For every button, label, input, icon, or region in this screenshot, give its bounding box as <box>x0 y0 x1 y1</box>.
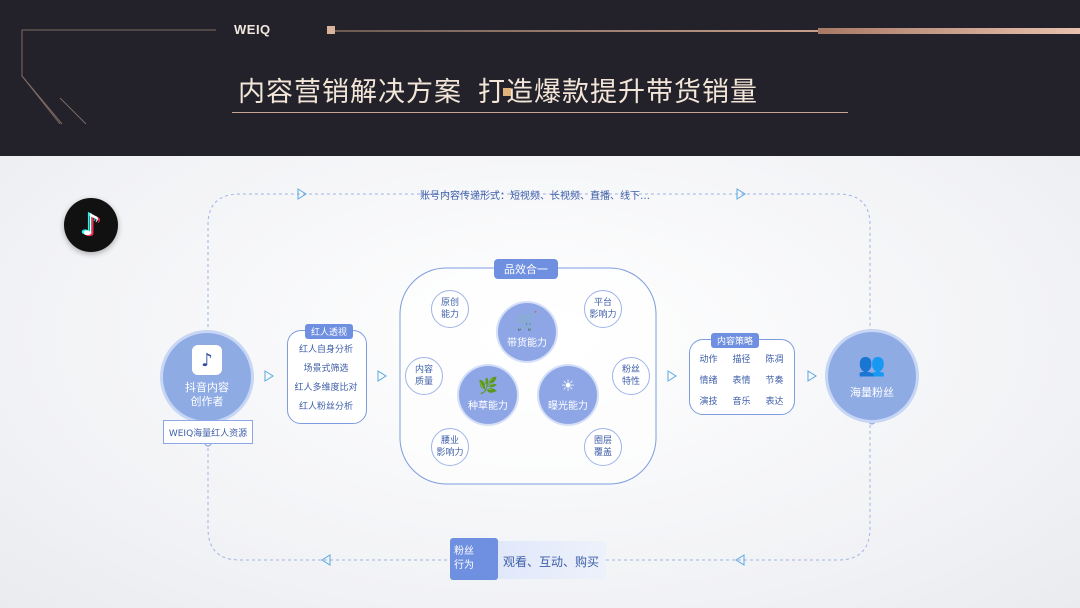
list-item: 红人粉丝分析 <box>298 402 353 412</box>
strategy-tag: 内容策略 <box>711 333 760 348</box>
ring-industry: 腰业影响力 <box>431 428 469 466</box>
list-item: 音乐 <box>732 397 751 407</box>
list-item: 描径 <box>732 355 751 365</box>
arrow-icon <box>736 188 746 200</box>
creator-label-2: 创作者 <box>190 395 224 408</box>
influencer-list: 红人自身分析 场景式筛选 红人多维度比对 红人粉丝分析 <box>287 341 365 417</box>
resource-label: WEIQ海量红人资源 <box>163 420 253 444</box>
behavior-text: 观看、互动、购买 <box>503 555 600 569</box>
core-exposure: ☀ 曝光能力 <box>539 366 597 424</box>
arrow-icon <box>321 554 331 566</box>
cart-icon: 🛒 <box>515 311 539 332</box>
sun-icon: ☀ <box>560 376 576 395</box>
list-item: 场景式筛选 <box>303 364 349 374</box>
list-item: 红人多维度比对 <box>294 383 358 393</box>
top-caption: 账号内容传递形式：短视频、长视频、直播、线下… <box>420 191 650 202</box>
strategy-grid: 动作 描径 陈凋 情绪 表情 节奏 演技 音乐 表达 <box>692 352 791 407</box>
ring-platform: 平台影响力 <box>584 290 622 328</box>
title-accent-dot <box>503 88 511 96</box>
list-item: 表情 <box>732 376 751 386</box>
influencer-tag: 红人透视 <box>305 324 354 339</box>
list-item: 节奏 <box>765 376 784 386</box>
ring-content: 内容质量 <box>405 357 443 395</box>
list-item: 表达 <box>765 397 784 407</box>
list-item: 陈凋 <box>765 355 784 365</box>
arrow-icon <box>377 370 387 382</box>
title-part-1: 内容营销解决方案 <box>238 77 462 108</box>
grass-icon: 🌿 <box>478 376 498 395</box>
corner-decoration <box>21 29 216 125</box>
creator-node: ♪ 抖音内容 创作者 <box>163 333 251 421</box>
tiktok-logo: ♪ <box>64 198 118 252</box>
integration-tag: 品效合一 <box>494 259 558 279</box>
ring-coverage: 圈层覆盖 <box>584 428 622 466</box>
list-item: 情绪 <box>699 376 718 386</box>
divider-square <box>327 26 335 34</box>
header-rule-accent <box>818 28 1080 34</box>
arrow-icon <box>807 370 817 382</box>
fans-node: 👥 海量粉丝 <box>828 332 916 420</box>
arrow-icon <box>667 370 677 382</box>
core-seeding: 🌿 种草能力 <box>459 366 517 424</box>
influencer-panel <box>287 330 367 424</box>
page-title: 内容营销解决方案打造爆款提升带货销量 <box>238 70 758 109</box>
list-item: 动作 <box>699 355 718 365</box>
title-part-2: 打造爆款提升带货销量 <box>478 77 758 108</box>
brand-logo-text: WEIQ <box>234 22 271 37</box>
title-underline <box>232 112 848 113</box>
people-icon: 👥 <box>858 352 886 378</box>
ring-original: 原创能力 <box>431 290 469 328</box>
arrow-icon <box>297 188 307 200</box>
arrow-icon <box>264 370 274 382</box>
header-banner: WEIQ 内容营销解决方案打造爆款提升带货销量 <box>0 0 1080 156</box>
fans-label: 海量粉丝 <box>850 385 894 399</box>
list-item: 红人自身分析 <box>298 345 353 355</box>
header-rule <box>335 30 825 32</box>
core-sales: 🛒 带货能力 <box>498 303 556 361</box>
behavior-tag: 粉丝行为 <box>450 538 498 580</box>
list-item: 演技 <box>699 397 718 407</box>
ring-fans: 粉丝特性 <box>612 357 650 395</box>
arrow-icon <box>735 554 745 566</box>
tiktok-app-icon: ♪ <box>192 345 222 375</box>
creator-label-1: 抖音内容 <box>185 381 229 394</box>
